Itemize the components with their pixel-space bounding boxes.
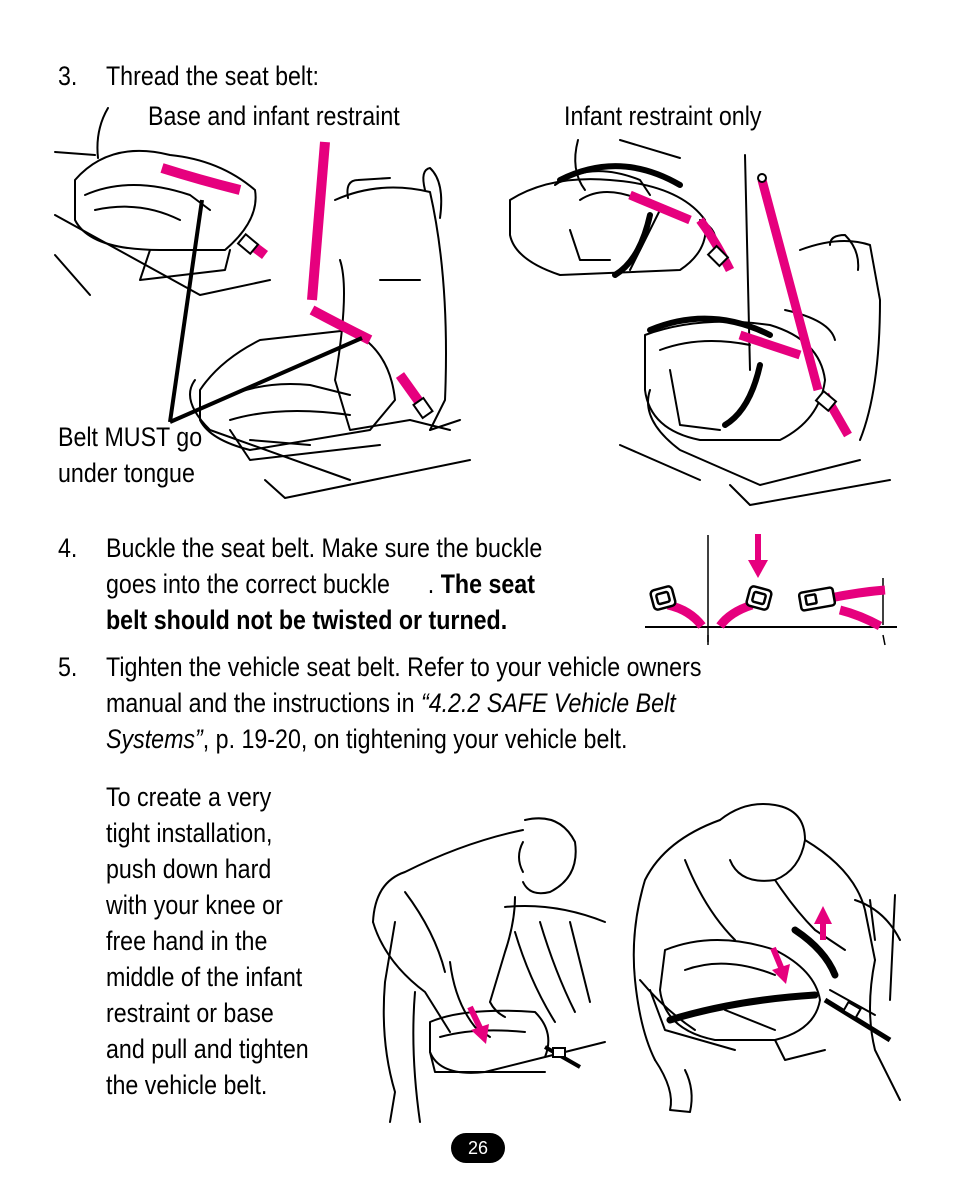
tip-line: To create a very: [106, 782, 272, 812]
tip-line: with your knee or: [106, 890, 283, 920]
step-4-line-2-period: .: [427, 569, 435, 599]
illustration-infant-restraint-only: [509, 139, 891, 506]
step-5-line-3-plain: , p. 19-20, on tightening your vehicle b…: [202, 724, 628, 754]
illustration-base-and-infant-restraint: [54, 107, 471, 499]
tip-line: the vehicle belt.: [106, 1070, 268, 1100]
callout-line-1: Belt MUST go: [58, 422, 203, 452]
step-5-line-3: Systems”, p. 19-20, on tightening your v…: [106, 721, 627, 757]
step-5-line-2-plain: manual and the instructions in: [106, 688, 415, 718]
step-4-number: 4.: [58, 533, 78, 563]
step-3-number: 3.: [58, 61, 78, 91]
illustration-push-down-base: [372, 817, 606, 1123]
step-5-line-2-italic: “4.2.2 SAFE Vehicle Belt: [420, 688, 676, 718]
step-4-line-2: goes into the correct buckle. The seat: [106, 566, 535, 602]
step-3-title: Thread the seat belt:: [106, 61, 319, 91]
step-4-line-3: belt should not be twisted or turned.: [106, 605, 508, 635]
page-number: 26: [451, 1133, 505, 1163]
step-5-number: 5.: [58, 652, 78, 682]
tip-line: push down hard: [106, 854, 272, 884]
step-5-line-1: Tighten the vehicle seat belt. Refer to …: [106, 652, 702, 682]
step-5-line-2: manual and the instructions in “4.2.2 SA…: [106, 685, 676, 721]
tip-line: restraint or base: [106, 998, 274, 1028]
label-infant-only: Infant restraint only: [564, 101, 762, 131]
tip-line: and pull and tighten: [106, 1034, 309, 1064]
tip-line: tight installation,: [106, 818, 273, 848]
label-base-and-infant: Base and infant restraint: [148, 101, 400, 131]
illustration-buckle-insertion: [645, 534, 897, 646]
illustration-pull-and-tighten: [632, 803, 901, 1113]
tip-line: middle of the infant: [106, 962, 303, 992]
step-4-line-2-bold: The seat: [440, 569, 535, 599]
callout-line-2: under tongue: [58, 458, 195, 488]
step-4-line-1: Buckle the seat belt. Make sure the buck…: [106, 533, 543, 563]
step-4-line-2-plain: goes into the correct buckle: [106, 569, 390, 599]
step-5-line-3-italic: Systems”: [106, 724, 203, 754]
tip-line: free hand in the: [106, 926, 268, 956]
